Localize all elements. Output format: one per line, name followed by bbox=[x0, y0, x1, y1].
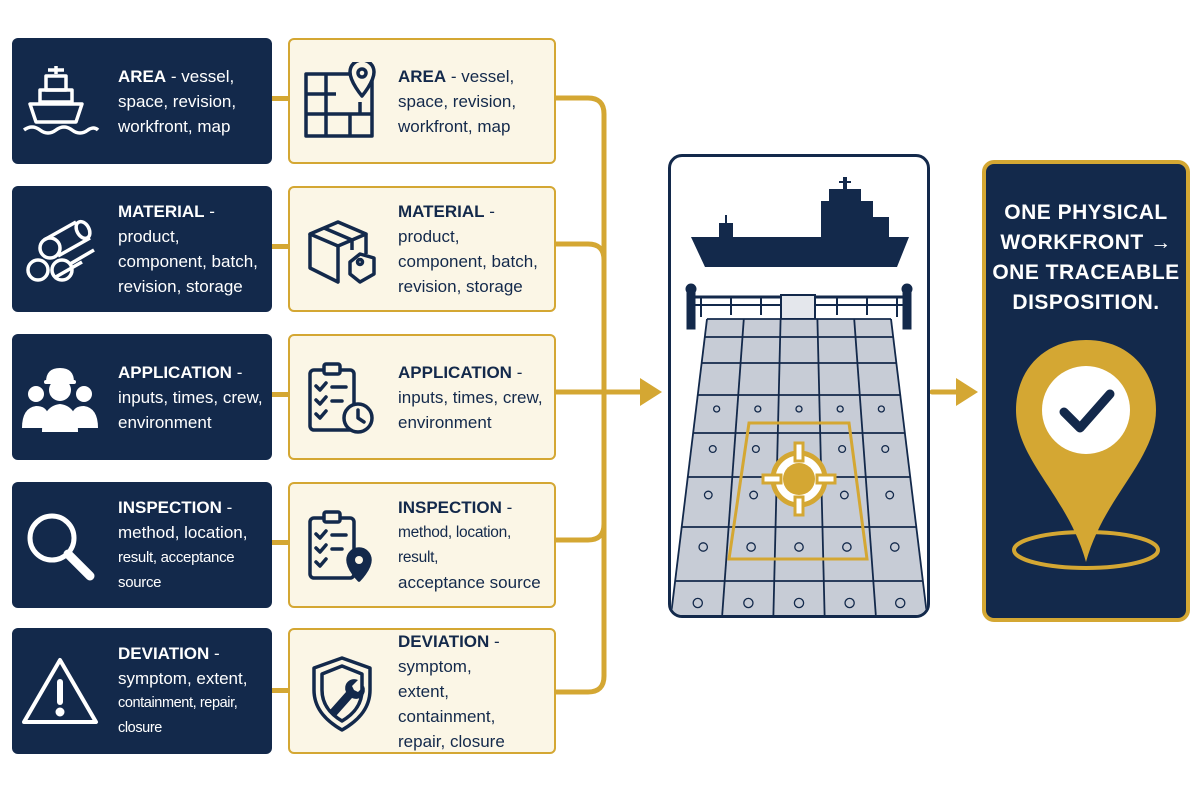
material-keyword: MATERIAL bbox=[398, 202, 485, 221]
vessel-deck-scene bbox=[668, 154, 930, 618]
deck-railing bbox=[685, 283, 913, 330]
location-check-icon bbox=[1012, 340, 1160, 570]
inspection-line2: method, location, result, bbox=[398, 524, 511, 566]
area-line1: - vessel, bbox=[446, 66, 515, 86]
arrow-to-scene bbox=[640, 378, 662, 406]
material-line3: revision, storage bbox=[398, 277, 523, 296]
material-link bbox=[272, 244, 288, 249]
application-line3: environment bbox=[398, 412, 492, 432]
deviation-card-light: DEVIATION - symptom, extent, containment… bbox=[288, 628, 556, 754]
deviation-keyword: DEVIATION bbox=[398, 631, 490, 651]
inspection-link bbox=[272, 540, 288, 545]
material-line3: revision, storage bbox=[118, 277, 243, 296]
application-link bbox=[272, 392, 288, 397]
application-line2: inputs, times, crew, bbox=[398, 387, 543, 407]
inspection-line1: - bbox=[501, 498, 513, 517]
checklist-clock-icon bbox=[308, 362, 374, 434]
application-line2: inputs, times, crew, bbox=[118, 387, 263, 407]
crew-icon bbox=[22, 368, 98, 432]
result-line2: WORKFRONT → bbox=[1000, 231, 1172, 254]
inspection-line2: method, location, bbox=[118, 523, 248, 542]
area-line3: workfront, map bbox=[118, 116, 231, 136]
deviation-line3: repair, closure bbox=[398, 731, 505, 751]
arrow-to-result bbox=[956, 378, 978, 406]
result-title: ONE PHYSICAL WORKFRONT → ONE TRACEABLE D… bbox=[986, 198, 1186, 318]
area-card-light: AREA - vessel, space, revision, workfron… bbox=[288, 38, 556, 164]
application-line1: - bbox=[231, 362, 243, 382]
material-line2: component, batch, bbox=[118, 252, 258, 271]
pipes-icon bbox=[26, 219, 95, 282]
deviation-keyword: DEVIATION bbox=[118, 644, 210, 663]
area-keyword: AREA bbox=[118, 66, 167, 86]
area-keyword: AREA bbox=[398, 66, 447, 86]
application-line3: environment bbox=[118, 412, 212, 432]
application-line1: - bbox=[511, 362, 523, 382]
result-line3: ONE TRACEABLE bbox=[992, 261, 1180, 284]
result-panel: ONE PHYSICAL WORKFRONT → ONE TRACEABLE D… bbox=[982, 160, 1190, 622]
ship-icon bbox=[22, 66, 100, 135]
application-keyword: APPLICATION bbox=[398, 362, 512, 382]
deck-grid bbox=[671, 318, 927, 615]
result-line1: ONE PHYSICAL bbox=[1004, 201, 1168, 224]
material-card-dark: MATERIAL - product, component, batch, re… bbox=[12, 186, 272, 312]
application-keyword: APPLICATION bbox=[118, 362, 232, 382]
magnifier-icon bbox=[27, 513, 95, 581]
inspection-card-dark: INSPECTION - method, location, result, a… bbox=[12, 482, 272, 608]
inspection-card-light: INSPECTION - method, location, result, a… bbox=[288, 482, 556, 608]
inspection-line3: result, acceptance source bbox=[118, 549, 235, 591]
material-line2: component, batch, bbox=[398, 252, 538, 271]
area-line3: workfront, map bbox=[398, 116, 511, 136]
area-link bbox=[272, 96, 288, 101]
inspection-keyword: INSPECTION bbox=[118, 498, 222, 517]
deviation-link bbox=[272, 688, 288, 693]
deviation-line2: symptom, extent, bbox=[118, 669, 248, 688]
box-tag-icon bbox=[308, 220, 376, 284]
area-line1: - vessel, bbox=[166, 66, 235, 86]
inspection-keyword: INSPECTION bbox=[398, 498, 502, 517]
ship-silhouette-icon bbox=[691, 177, 909, 267]
shield-wrench-icon bbox=[312, 656, 372, 732]
warning-icon bbox=[22, 658, 98, 724]
workfront-outline bbox=[727, 421, 869, 561]
material-line1: - product, bbox=[398, 202, 495, 246]
deviation-card-dark: DEVIATION - symptom, extent, containment… bbox=[12, 628, 272, 754]
application-card-light: APPLICATION - inputs, times, crew, envir… bbox=[288, 334, 556, 460]
target-icon bbox=[761, 441, 837, 517]
material-card-light: MATERIAL - product, component, batch, re… bbox=[288, 186, 556, 312]
material-line1: - product, bbox=[118, 202, 215, 246]
area-card-dark: AREA - vessel, space, revision, workfron… bbox=[12, 38, 272, 164]
deviation-line1: - bbox=[209, 644, 220, 663]
material-keyword: MATERIAL bbox=[118, 202, 205, 221]
deviation-line3: containment, repair, closure bbox=[118, 695, 238, 736]
area-line2: space, revision, bbox=[398, 91, 517, 111]
checklist-pin-icon bbox=[308, 510, 372, 582]
inspection-line1: - bbox=[221, 498, 233, 517]
area-line2: space, revision, bbox=[118, 91, 237, 111]
map-pin-grid-icon bbox=[304, 62, 376, 138]
deviation-line2: extent, containment, bbox=[398, 681, 496, 726]
inspection-line3: acceptance source bbox=[398, 573, 541, 592]
result-line4: DISPOSITION. bbox=[1012, 291, 1160, 314]
deviation-line1: - symptom, bbox=[398, 631, 500, 676]
application-card-dark: APPLICATION - inputs, times, crew, envir… bbox=[12, 334, 272, 460]
